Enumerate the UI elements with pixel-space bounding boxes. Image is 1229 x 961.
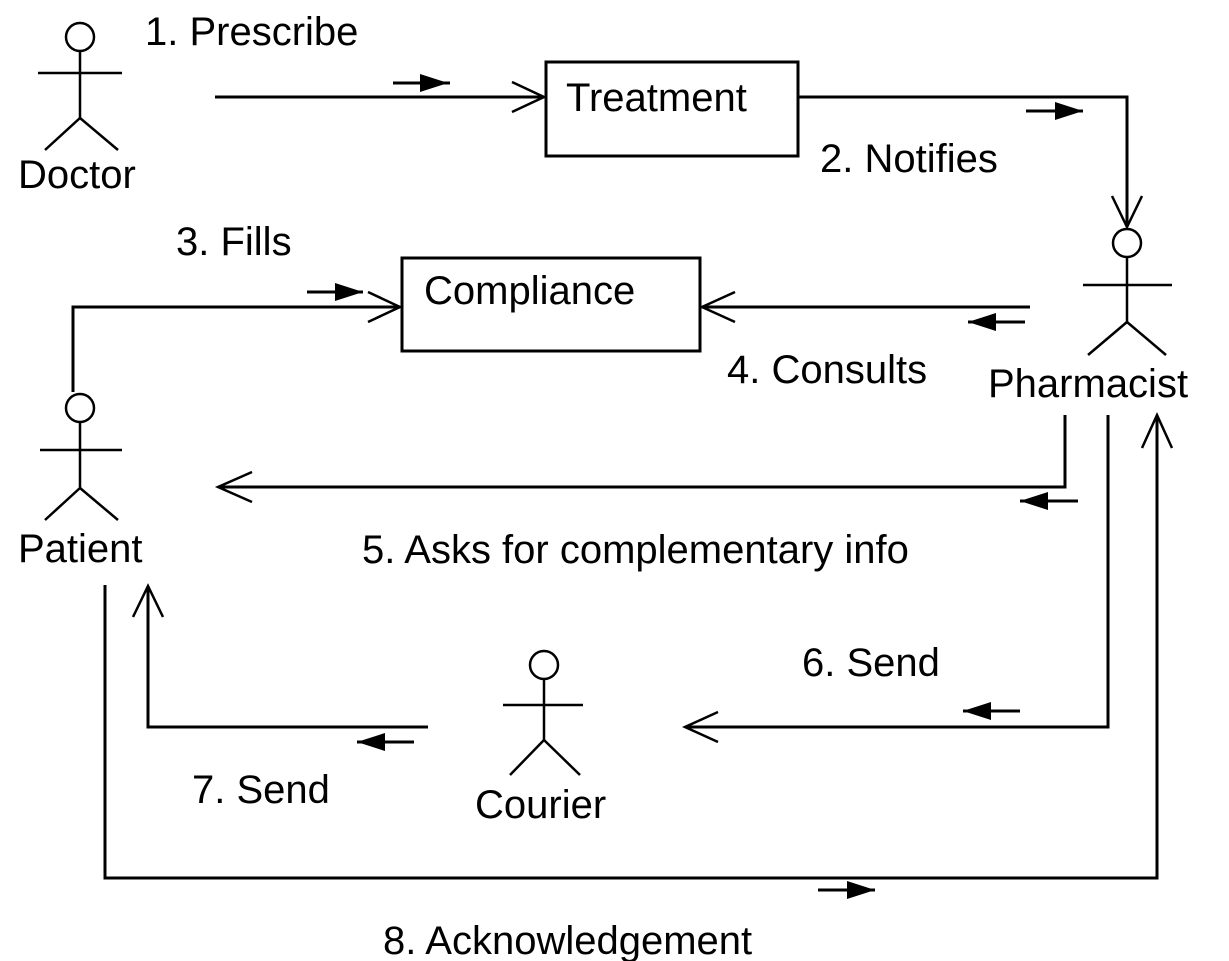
compliance-object: Compliance — [400, 256, 702, 353]
message-4-direction-icon — [968, 313, 1025, 331]
message-5-label: 5. Asks for complementary info — [362, 528, 909, 572]
message-2-arrowhead — [1110, 195, 1144, 230]
pharmacist-actor: Pharmacist — [988, 227, 1188, 406]
doctor-actor: Doctor — [18, 21, 136, 197]
message-1-label: 1. Prescribe — [145, 10, 358, 54]
message-1-direction-icon — [393, 74, 450, 92]
message-8-acknowledgement: 8. Acknowledgement — [103, 411, 1174, 961]
message-3-arrowhead — [367, 290, 403, 324]
message-2-direction-icon — [1026, 102, 1083, 120]
courier-actor: Courier — [475, 649, 606, 827]
message-6-send: 6. Send — [681, 415, 1110, 744]
message-3-line — [71, 305, 400, 392]
message-8-arrowhead — [1140, 411, 1174, 449]
message-5-arrowhead — [214, 470, 253, 504]
message-7-line — [146, 586, 428, 729]
message-4-consults: 4. Consults — [698, 290, 1030, 392]
message-5-line — [218, 415, 1067, 489]
message-3-label: 3. Fills — [176, 220, 292, 264]
message-1-arrowhead — [511, 80, 547, 114]
patient-label: Patient — [18, 527, 143, 571]
message-3-fills: 3. Fills — [71, 220, 403, 392]
message-6-arrowhead — [681, 710, 719, 744]
message-4-label: 4. Consults — [727, 348, 927, 392]
treatment-box — [544, 60, 800, 158]
treatment-object: Treatment — [544, 60, 800, 158]
message-8-label: 8. Acknowledgement — [383, 919, 752, 961]
message-4-arrowhead — [698, 290, 736, 324]
pharmacist-label: Pharmacist — [988, 362, 1188, 406]
compliance-label: Compliance — [424, 269, 635, 313]
message-2-notifies: 2. Notifies — [798, 95, 1144, 230]
courier-stick-figure — [503, 649, 583, 776]
compliance-box — [400, 256, 702, 353]
doctor-stick-figure — [38, 21, 122, 151]
message-8-direction-icon — [818, 881, 875, 899]
message-7-direction-icon — [357, 733, 414, 751]
message-7-arrowhead — [131, 583, 165, 618]
message-7-label: 7. Send — [192, 768, 330, 812]
message-6-line — [685, 415, 1110, 729]
message-3-direction-icon — [307, 283, 363, 301]
message-2-label: 2. Notifies — [820, 137, 998, 181]
message-6-label: 6. Send — [802, 641, 940, 685]
message-6-direction-icon — [963, 702, 1020, 720]
message-5-direction-icon — [1020, 492, 1078, 510]
message-7-send: 7. Send — [131, 583, 428, 812]
doctor-label: Doctor — [18, 153, 136, 197]
message-1-prescribe: 1. Prescribe — [145, 10, 547, 114]
patient-stick-figure — [40, 392, 122, 521]
message-5-asks-for-complementary-info: 5. Asks for complementary info — [214, 415, 1078, 572]
patient-actor: Patient — [18, 392, 143, 571]
treatment-label: Treatment — [566, 76, 747, 120]
message-2-line — [798, 95, 1129, 227]
pharmacist-stick-figure — [1083, 227, 1172, 356]
courier-label: Courier — [475, 783, 606, 827]
message-8-line — [103, 415, 1159, 880]
